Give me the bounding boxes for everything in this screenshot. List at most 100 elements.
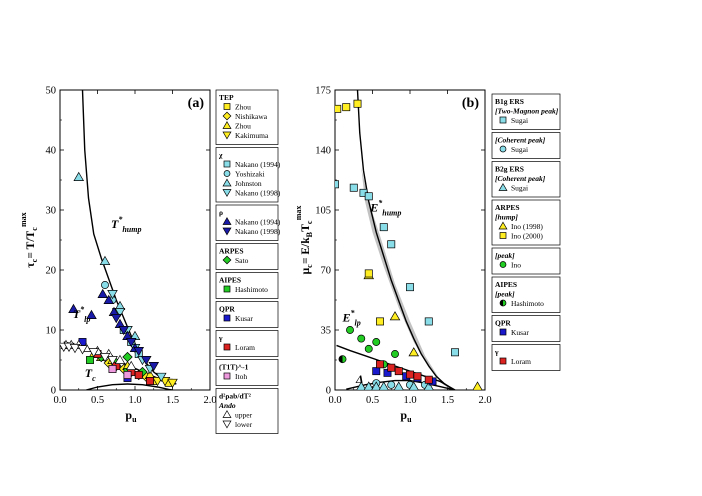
legend-group-peak: [peak]Ino: [491, 247, 561, 275]
point-arpes-peak-ino: [364, 344, 373, 353]
point-ando-lower: [88, 348, 100, 358]
legend-entry: Yoshizaki: [235, 170, 265, 179]
point-b1g-ers-two-magnon-sugai: [424, 317, 433, 326]
y-axis-label: τc = T/Tc max: [19, 212, 39, 267]
point-arpes-hump-ino-2000: [364, 269, 373, 278]
legend-marker: [499, 328, 507, 336]
point-yoshizaki: [101, 281, 109, 289]
legend-box: [491, 132, 561, 159]
point-loram: [424, 375, 433, 384]
legend-marker: [499, 299, 507, 307]
legend-header: AIPES: [219, 276, 241, 285]
x-tick-label: 0.0: [328, 395, 341, 406]
y-tick-label: 140: [315, 146, 331, 157]
point-arpes-hump-ino-1998: [408, 347, 420, 357]
point-arpes-hump-ino-2000: [376, 317, 384, 326]
point-b2g-ers-coherent-sugai: [378, 381, 389, 390]
point-nakano-1998: [148, 362, 160, 372]
legend-marker: [499, 145, 507, 153]
legend-entry: Loram: [235, 343, 255, 352]
x-tick-label: 1.0: [403, 395, 416, 406]
legend-entry: Ino: [511, 261, 521, 270]
legend-entry: Zhou: [235, 103, 251, 112]
point-arpes-peak-ino: [346, 326, 354, 334]
legend-entry: Zhou: [235, 122, 251, 131]
y-tick-label: 40: [46, 146, 57, 157]
legend-group-b1g-ers: B1g ERS[Two-Magnon peak]Sugai: [491, 93, 561, 130]
legend-group-b2g-ers: B2g ERS[Coherent peak]Sugai: [491, 161, 561, 198]
point-nakano-1994: [68, 303, 79, 313]
legend-group-arpes: ARPES[hump]Ino (1998)Ino (2000): [491, 199, 561, 246]
point-b2g-ers-coherent-sugai: [393, 381, 404, 390]
legend-header: d²ρab/dT²: [219, 392, 252, 401]
y-tick-label: 70: [321, 266, 332, 277]
y-tick-label: 50: [46, 86, 57, 97]
point-arpes-peak-ino: [357, 334, 366, 343]
panel-label: (b): [462, 96, 479, 111]
point-ando-upper: [125, 360, 137, 370]
curve-label-t-c: Tc: [85, 366, 96, 383]
x-tick-label: 0.5: [91, 395, 104, 406]
legend-marker: [222, 178, 232, 187]
plot-area: [335, 90, 483, 390]
legend-header: (T1T)^-1: [219, 363, 249, 372]
legend-marker: [498, 221, 508, 230]
point-nakano-1998: [107, 290, 118, 300]
legend-entry: Kusar: [511, 328, 529, 337]
x-tick-label: 1.5: [166, 395, 179, 406]
legend-subheader: [Two-Magnon peak]: [495, 107, 559, 116]
legend-box: [491, 161, 561, 198]
legend-marker: [222, 227, 232, 236]
x-tick-label: 2.0: [203, 395, 216, 406]
legend-marker: [222, 255, 232, 265]
legend-entry: Hashimoto: [511, 299, 544, 308]
point-loram: [376, 360, 384, 369]
point-b1g-ers-two-magnon-sugai: [387, 240, 396, 249]
legend-marker: [223, 372, 231, 380]
legend-marker: [499, 357, 507, 365]
legend-subheader: [hump]: [495, 213, 518, 222]
point-b1g-ers-two-magnon-sugai: [335, 180, 339, 189]
point-johnston: [73, 171, 85, 181]
point-arpes-peak-ino: [372, 338, 381, 346]
legend-entry: Nakano (1994): [235, 160, 281, 169]
legend-header: TEP: [219, 93, 234, 102]
point-b2g-ers-coherent-sugai: [356, 381, 367, 390]
legend-marker: [222, 410, 232, 418]
legend-box: [491, 315, 561, 342]
y-tick-label: 0: [51, 386, 56, 397]
legend-entry: Loram: [511, 357, 531, 366]
x-axis-label: pu: [125, 408, 137, 424]
point-nakano-1994: [86, 309, 97, 319]
legend-subheader: [peak]: [495, 251, 515, 260]
y-tick-label: 105: [315, 206, 331, 217]
legend-entry: Kusar: [235, 314, 253, 323]
legend-header: B2g ERS: [495, 165, 524, 174]
legend-entry: Sugai: [511, 184, 528, 193]
point-loram: [387, 363, 396, 372]
legend-box: [215, 359, 279, 386]
point-nakano-1998: [118, 326, 130, 336]
curve-label-: Δ: [355, 372, 364, 386]
point-ando-lower: [99, 353, 111, 363]
point-loram: [394, 367, 403, 376]
point-loram: [413, 372, 422, 381]
point-t1t-1-itoh: [123, 371, 132, 379]
legend-group-aipes: AIPES[peak]Hashimoto: [491, 276, 561, 313]
legend-marker: [223, 170, 231, 177]
legend-entry: Nakano (1998): [235, 227, 281, 236]
legend-box: [215, 330, 279, 357]
legend-header: χ: [218, 151, 223, 160]
x-tick-label: 2.0: [478, 395, 491, 406]
legend-box: [491, 344, 561, 371]
legend-marker: [222, 131, 232, 140]
point-arpes-hump-ino-1998: [472, 381, 483, 390]
